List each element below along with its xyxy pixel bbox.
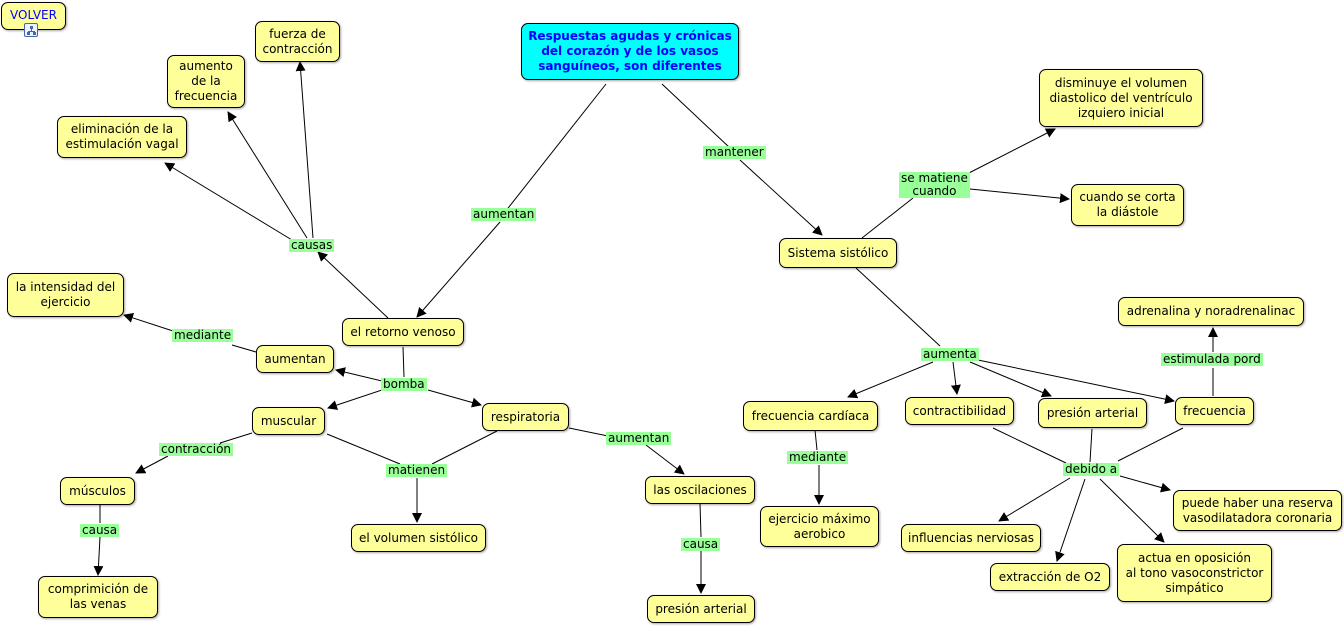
link-mediante-1: mediante xyxy=(172,328,234,342)
concept-sistema-sistolico: Sistema sistólico xyxy=(779,238,897,268)
link-matienen: matienen xyxy=(386,463,448,477)
link-estimulada-pord: estimulada pord xyxy=(1161,352,1263,366)
concept-map-icon[interactable] xyxy=(24,23,38,37)
concept-presion-arterial-1: presión arterial xyxy=(647,595,755,623)
link-aumentan-1: aumentan xyxy=(471,207,537,221)
concept-adrenalina: adrenalina y noradrenalinac xyxy=(1118,297,1304,326)
root-concept: Respuestas agudas y crónicas del corazón… xyxy=(521,23,739,80)
concept-eliminacion-vagal: eliminación de la estimulación vagal xyxy=(57,116,187,158)
concept-presion-arterial-2: presión arterial xyxy=(1038,398,1147,428)
link-causas: causas xyxy=(289,238,335,252)
link-debido-a: debido a xyxy=(1063,462,1120,476)
concept-oscilaciones: las oscilaciones xyxy=(645,476,755,504)
concept-contractibilidad: contractibilidad xyxy=(905,397,1014,425)
concept-muscular: muscular xyxy=(252,407,325,435)
link-causa-2: causa xyxy=(681,537,721,551)
concept-extraccion-o2: extracción de O2 xyxy=(990,563,1110,591)
concept-frecuencia: frecuencia xyxy=(1175,397,1254,425)
link-aumenta: aumenta xyxy=(921,347,979,361)
link-contraccion: contracción xyxy=(159,442,234,456)
concept-musculos: músculos xyxy=(60,477,135,505)
concept-volumen-sistolico: el volumen sistólico xyxy=(351,524,486,552)
link-mediante-2: mediante xyxy=(787,450,849,464)
concept-frecuencia-cardiaca: frecuencia cardíaca xyxy=(743,401,878,431)
concept-disminuye-volumen: disminuye el volumen diastolico del vent… xyxy=(1039,69,1203,127)
concept-fuerza-contraccion: fuerza de contracción xyxy=(255,21,340,62)
concept-corta-diastole: cuando se corta la diástole xyxy=(1071,184,1184,226)
concept-retorno-venoso: el retorno venoso xyxy=(342,318,464,346)
concept-respiratoria: respiratoria xyxy=(482,403,569,431)
concept-ejercicio-maximo: ejercicio máximo aerobico xyxy=(760,506,879,547)
link-se-matiene-cuando: se matiene cuando xyxy=(899,171,970,198)
link-mantener: mantener xyxy=(703,145,766,159)
link-aumentan-2: aumentan xyxy=(606,431,672,445)
concept-influencias-nerviosas: influencias nerviosas xyxy=(901,524,1041,552)
concept-intensidad-ejercicio: la intensidad del ejercicio xyxy=(7,273,124,317)
concept-aumentan: aumentan xyxy=(256,345,334,373)
concept-reserva-vasodilatadora: puede haber una reserva vasodilatadora c… xyxy=(1173,490,1342,531)
concept-actua-oposicion: actua en oposición al tono vasoconstrict… xyxy=(1117,544,1272,602)
link-bomba: bomba xyxy=(381,377,427,391)
concept-aumento-frecuencia: aumento de la frecuencia xyxy=(167,55,245,108)
concept-comprimicion-venas: comprimición de las venas xyxy=(38,576,158,618)
link-causa-1: causa xyxy=(80,523,120,537)
